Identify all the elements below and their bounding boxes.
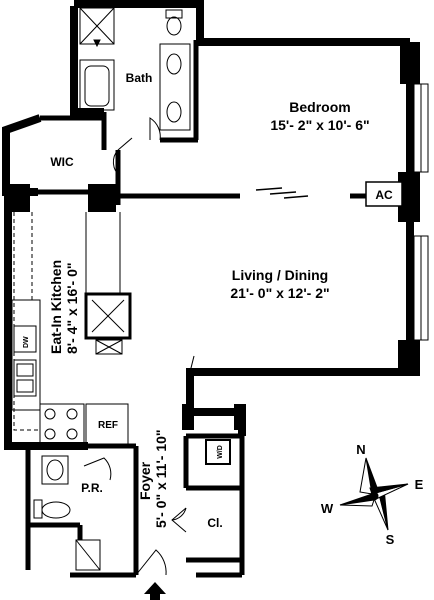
windows [413,83,429,341]
door-swings [83,117,195,576]
ac-label: AC [375,188,393,202]
compass-rose-icon [339,457,409,531]
bath-label: Bath [126,71,153,85]
powder-room-label: P.R. [81,481,103,495]
sliding-door [255,187,309,199]
ac-unit: AC [365,181,403,207]
foyer-label: Foyer [137,461,153,500]
compass-east: E [415,477,424,492]
bedroom-label: Bedroom [289,99,350,115]
kitchen-label: Eat-In Kitchen [48,260,64,354]
dishwasher-label: DW [23,336,30,348]
entry-arrow-icon [144,582,166,600]
living-dining-dimensions: 21'- 0" x 12'- 2" [230,285,329,301]
bath-fixtures [79,7,191,131]
washer-dryer-label: W/D [217,445,224,459]
columns [10,42,420,430]
foyer-dimensions: 5'- 0" x 11'- 10" [153,429,169,528]
kitchen-dimensions: 8'- 4" x 16'- 0" [64,262,80,354]
exterior-walls [1,0,414,450]
washer-dryer [205,439,231,465]
refrigerator-label: REF [98,420,118,431]
compass-west: W [321,501,334,516]
wic-label: WIC [50,155,74,169]
living-dining-label: Living / Dining [232,267,328,283]
compass-south: S [386,532,395,547]
bedroom-dimensions: 15'- 2" x 10'- 6" [270,117,369,133]
kitchen-fixtures [11,212,132,445]
closet-label: Cl. [207,516,222,530]
interior-walls [25,40,368,578]
compass-north: N [356,442,365,457]
powder-room-fixtures [33,455,101,571]
